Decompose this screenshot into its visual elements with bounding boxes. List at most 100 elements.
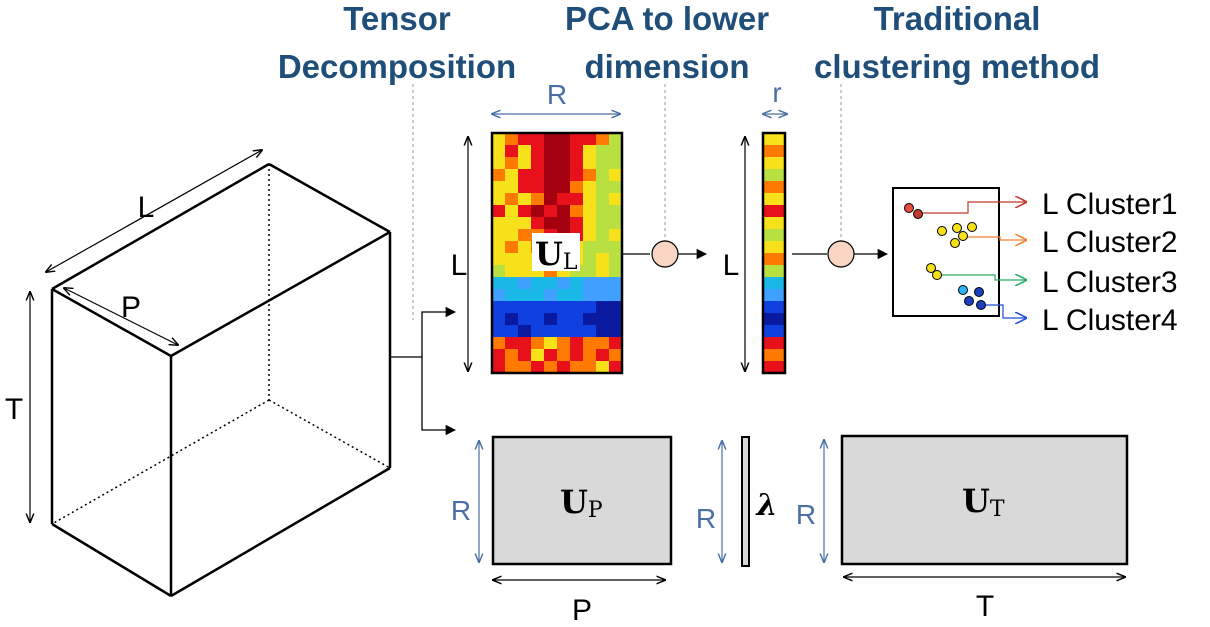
heatmap-UL bbox=[492, 133, 623, 374]
heatmap-cell bbox=[583, 265, 597, 278]
heatmap-cell bbox=[492, 169, 506, 182]
heatmap-cell bbox=[531, 217, 545, 230]
heatmap-cell bbox=[518, 169, 532, 182]
heatmap-cell bbox=[583, 313, 597, 326]
heatmap-cell bbox=[557, 193, 571, 206]
heatmap-cell bbox=[557, 217, 571, 230]
heatmap-cell bbox=[583, 289, 597, 302]
heatmap-cell bbox=[583, 229, 597, 242]
heatmap-cell bbox=[583, 193, 597, 206]
reduced-heatmap-cell bbox=[763, 145, 786, 158]
heatmap-cell bbox=[609, 301, 623, 314]
heatmap-cell bbox=[557, 205, 571, 218]
heatmap-cell bbox=[505, 205, 519, 218]
heatmap-cell bbox=[596, 205, 610, 218]
cluster2-label: L Cluster2 bbox=[1042, 226, 1178, 259]
heatmap-cell bbox=[596, 253, 610, 266]
heatmap-cell bbox=[492, 193, 506, 206]
heatmap-cell bbox=[505, 193, 519, 206]
reduced-heatmap-cell bbox=[763, 301, 786, 314]
lambda-vector bbox=[741, 436, 750, 567]
heatmap-cell bbox=[492, 337, 506, 350]
heatmap-cell bbox=[557, 337, 571, 350]
tensor-cube-hidden-edges bbox=[51, 164, 391, 525]
heatmap-cell bbox=[609, 193, 623, 206]
heatmap-cell bbox=[492, 253, 506, 266]
heatmap-cell bbox=[557, 325, 571, 338]
heatmap-cell bbox=[609, 313, 623, 326]
heatmap-cell bbox=[583, 253, 597, 266]
heatmap-cell bbox=[570, 277, 584, 290]
heatmap-cell bbox=[492, 133, 506, 146]
heatmap-cell bbox=[609, 169, 623, 182]
heatmap-cell bbox=[544, 181, 558, 194]
heading-tensor-line1: Tensor bbox=[343, 0, 451, 37]
heatmap-cell bbox=[570, 349, 584, 362]
heatmap-cell bbox=[570, 301, 584, 314]
heatmap-cell bbox=[518, 277, 532, 290]
heatmap-cell bbox=[544, 313, 558, 326]
heatmap-cell bbox=[544, 301, 558, 314]
heatmap-cell bbox=[518, 349, 532, 362]
heatmap-cell bbox=[609, 325, 623, 338]
heatmap-cell bbox=[492, 229, 506, 242]
heatmap-cell bbox=[570, 133, 584, 146]
heatmap-cell bbox=[544, 157, 558, 170]
heatmap-cell bbox=[518, 337, 532, 350]
reduced-heatmap-cell bbox=[763, 181, 786, 194]
pca-operator-node bbox=[651, 240, 679, 268]
heatmap-cell bbox=[570, 289, 584, 302]
heatmap-cell bbox=[557, 289, 571, 302]
heatmap-cell bbox=[596, 145, 610, 158]
heatmap-cell bbox=[492, 349, 506, 362]
heatmap-cell bbox=[557, 145, 571, 158]
heatmap-cell bbox=[596, 133, 610, 146]
heatmap-cell bbox=[557, 277, 571, 290]
heatmap-cell bbox=[518, 265, 532, 278]
heatmap-cell bbox=[492, 157, 506, 170]
connector-cube-to-UL bbox=[390, 306, 457, 358]
reduced-width-label: r bbox=[772, 77, 781, 108]
heatmap-cell bbox=[531, 169, 545, 182]
heatmap-cell bbox=[596, 229, 610, 242]
heatmap-cell bbox=[544, 289, 558, 302]
heatmap-cell bbox=[583, 169, 597, 182]
heatmap-cell bbox=[583, 133, 597, 146]
lambda-height-label: R bbox=[696, 503, 716, 534]
heatmap-cell bbox=[570, 157, 584, 170]
heatmap-cell bbox=[531, 289, 545, 302]
heatmap-cell bbox=[505, 265, 519, 278]
heatmap-cell bbox=[583, 157, 597, 170]
heatmap-cell bbox=[505, 289, 519, 302]
heatmap-cell bbox=[596, 289, 610, 302]
heatmap-reduced bbox=[763, 133, 786, 374]
heatmap-cell bbox=[583, 277, 597, 290]
reduced-heatmap-cell bbox=[763, 337, 786, 350]
heatmap-cell bbox=[544, 349, 558, 362]
heatmap-cell bbox=[583, 349, 597, 362]
heatmap-cell bbox=[557, 349, 571, 362]
heatmap-cell bbox=[596, 337, 610, 350]
cube-dim-T: T bbox=[5, 393, 23, 426]
cluster4-dot bbox=[974, 287, 984, 297]
heatmap-cell bbox=[531, 193, 545, 206]
heatmap-cell bbox=[596, 325, 610, 338]
heatmap-cell bbox=[531, 145, 545, 158]
matrix-UL-frame bbox=[490, 131, 624, 375]
UP-height-label: R bbox=[451, 495, 471, 526]
heatmap-cell bbox=[557, 181, 571, 194]
heatmap-cell bbox=[609, 157, 623, 170]
heatmap-cell bbox=[609, 265, 623, 278]
heatmap-cell bbox=[583, 181, 597, 194]
heading-pca-line1: PCA to lower bbox=[565, 0, 769, 37]
heatmap-cell bbox=[596, 277, 610, 290]
heatmap-cell bbox=[544, 217, 558, 230]
heatmap-cell bbox=[531, 157, 545, 170]
heatmap-cell bbox=[492, 241, 506, 254]
matrix-UT-label: UT bbox=[962, 482, 1005, 522]
heatmap-cell bbox=[583, 337, 597, 350]
heatmap-cell bbox=[518, 253, 532, 266]
heatmap-cell bbox=[583, 217, 597, 230]
heatmap-cell bbox=[596, 157, 610, 170]
heatmap-cell bbox=[609, 229, 623, 242]
